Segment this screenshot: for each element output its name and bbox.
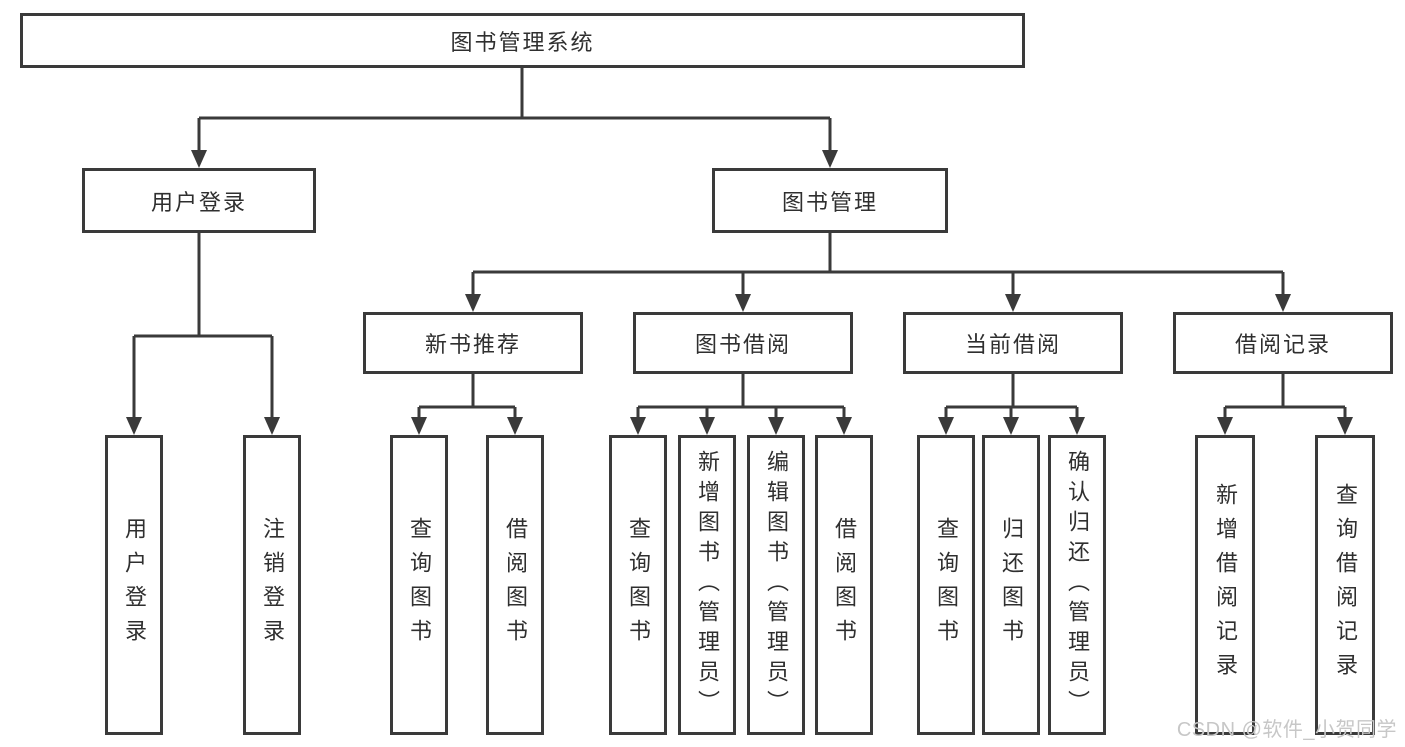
node-library-system: 图书管理系统 <box>20 13 1025 68</box>
node-label: 当前借阅 <box>964 332 1061 357</box>
arrowhead-icon <box>938 417 954 435</box>
node-label: 查询图书 <box>934 517 959 653</box>
leaf-logout: 注销登录 <box>243 435 301 735</box>
leaf-borrow-books-borrowing: 借阅图书 <box>815 435 873 735</box>
leaf-query-books-borrowing: 查询图书 <box>609 435 667 735</box>
arrowhead-icon <box>768 417 784 435</box>
node-label: 用户登录 <box>150 189 247 215</box>
arrowhead-icon <box>735 294 751 312</box>
node-label: 确认归还（管理员） <box>1065 450 1090 720</box>
arrowhead-icon <box>1069 417 1085 435</box>
node-label: 注销登录 <box>260 517 285 653</box>
node-user-login: 用户登录 <box>82 168 316 233</box>
connector-new-book-recommend-to-leaves <box>411 374 523 435</box>
connector-user-login-to-leaves <box>126 233 280 435</box>
node-label: 借阅记录 <box>1234 332 1331 357</box>
leaf-confirm-return-admin: 确认归还（管理员） <box>1048 435 1106 735</box>
watermark: CSDN @软件_小贺同学 <box>1176 719 1397 741</box>
arrowhead-icon <box>699 417 715 435</box>
node-label: 查询图书 <box>407 517 432 653</box>
node-label: 图书管理 <box>781 189 878 215</box>
leaf-query-borrow-record: 查询借阅记录 <box>1315 435 1375 735</box>
leaf-borrow-books-recommend: 借阅图书 <box>486 435 544 735</box>
node-label: 归还图书 <box>999 517 1024 653</box>
leaf-edit-book-admin: 编辑图书（管理员） <box>747 435 805 735</box>
arrowhead-icon <box>1275 294 1291 312</box>
node-label: 借阅图书 <box>832 517 857 653</box>
arrowhead-icon <box>836 417 852 435</box>
node-label: 新增借阅记录 <box>1213 483 1238 687</box>
node-label: 新增图书（管理员） <box>695 450 720 720</box>
node-label: 查询图书 <box>626 517 651 653</box>
node-borrowing-records: 借阅记录 <box>1173 312 1393 374</box>
node-new-book-recommend: 新书推荐 <box>363 312 583 374</box>
leaf-return-books: 归还图书 <box>982 435 1040 735</box>
arrowhead-icon <box>1217 417 1233 435</box>
node-label: 图书管理系统 <box>450 29 595 55</box>
connector-borrowing-records-to-leaves <box>1217 374 1353 435</box>
arrowhead-icon <box>630 417 646 435</box>
node-label: 新书推荐 <box>424 332 521 357</box>
arrowhead-icon <box>822 150 838 168</box>
node-label: 用户登录 <box>122 517 147 653</box>
node-current-borrowing: 当前借阅 <box>903 312 1123 374</box>
node-label: 图书借阅 <box>694 332 791 357</box>
arrowhead-icon <box>264 417 280 435</box>
connector-current-borrowing-to-leaves <box>938 374 1085 435</box>
connector-root-to-level2 <box>191 68 838 168</box>
arrowhead-icon <box>1003 417 1019 435</box>
leaf-add-book-admin: 新增图书（管理员） <box>678 435 736 735</box>
connector-book-borrowing-to-leaves <box>630 374 852 435</box>
leaf-add-borrow-record: 新增借阅记录 <box>1195 435 1255 735</box>
node-label: 查询借阅记录 <box>1333 483 1358 687</box>
node-label: 编辑图书（管理员） <box>764 450 789 720</box>
leaf-query-books-current: 查询图书 <box>917 435 975 735</box>
arrowhead-icon <box>191 150 207 168</box>
arrowhead-icon <box>1337 417 1353 435</box>
node-label: 借阅图书 <box>503 517 528 653</box>
arrowhead-icon <box>465 294 481 312</box>
arrowhead-icon <box>507 417 523 435</box>
leaf-query-books-recommend: 查询图书 <box>390 435 448 735</box>
leaf-user-login: 用户登录 <box>105 435 163 735</box>
node-book-borrowing: 图书借阅 <box>633 312 853 374</box>
connector-book-management-to-level3 <box>465 233 1291 312</box>
node-book-management: 图书管理 <box>712 168 948 233</box>
arrowhead-icon <box>126 417 142 435</box>
arrowhead-icon <box>1005 294 1021 312</box>
arrowhead-icon <box>411 417 427 435</box>
